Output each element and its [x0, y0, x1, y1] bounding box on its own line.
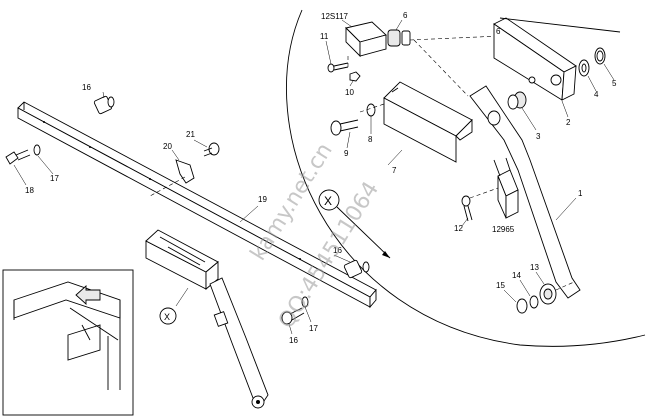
label-part-14: 14 — [512, 271, 521, 280]
label-part-10: 10 — [345, 88, 354, 97]
label-part-15: 15 — [496, 281, 505, 290]
label-part-6b: 6 — [496, 27, 501, 36]
label-18-bolt-left: 18 — [25, 186, 34, 195]
detail-view-boundary — [286, 9, 646, 347]
switch-part-12965 — [493, 157, 519, 219]
view-x-callout — [318, 189, 391, 259]
bracket-part-7 — [383, 81, 473, 163]
label-part-3: 3 — [536, 132, 541, 141]
label-17-washer-lower: 17 — [309, 324, 318, 333]
label-part-4: 4 — [594, 90, 599, 99]
spacer-part-16-left — [93, 95, 115, 115]
label-part-8: 8 — [368, 135, 373, 144]
label-16-bolt-lower: 16 — [289, 336, 298, 345]
bolt-part-21 — [203, 142, 220, 157]
label-21-bolt-bracket: 21 — [186, 130, 195, 139]
clip-part-5 — [594, 47, 606, 65]
spacer-part-16-right — [343, 259, 370, 279]
washer-part-14 — [529, 295, 539, 309]
locator-inset — [2, 269, 134, 416]
label-part-6a: 6 — [403, 11, 408, 20]
label-part-7: 7 — [392, 166, 397, 175]
label-part-12: 12 — [454, 224, 463, 233]
bolt-part-18-left — [5, 149, 31, 165]
detail-assembly — [325, 17, 621, 314]
label-kit-code-upper: 12S117 — [321, 12, 349, 21]
nut-part-10 — [349, 71, 361, 82]
bolt-part-12 — [461, 195, 473, 222]
label-part-1: 1 — [578, 189, 583, 198]
washer-part-8 — [366, 103, 376, 117]
view-label: X — [324, 194, 332, 208]
block-part-6-upper — [345, 21, 411, 58]
detail-label: X — [164, 312, 170, 322]
label-19-crossbar: 19 — [258, 195, 267, 204]
washer-part-17-left — [33, 144, 41, 156]
label-part-9: 9 — [344, 149, 349, 158]
label-16-crossbar-end-left: 16 — [82, 83, 91, 92]
bracket-box — [145, 229, 219, 290]
label-20-clip: 20 — [163, 142, 172, 151]
label-part-13: 13 — [530, 263, 539, 272]
label-part-11: 11 — [320, 32, 329, 41]
arrow-icon — [75, 284, 101, 306]
detail-x-callout — [159, 307, 177, 325]
bolt-part-16-lower — [281, 307, 305, 325]
lever-arm-left — [209, 277, 269, 405]
lever-part-1 — [469, 85, 581, 299]
clip-part-15 — [516, 298, 528, 314]
label-16-crossbar-end-right: 16 — [333, 246, 342, 255]
clip-part-20 — [175, 159, 195, 184]
bolt-part-11 — [327, 62, 349, 73]
label-part-2: 2 — [566, 118, 571, 127]
label-kit-code-lower: 12965 — [492, 225, 515, 234]
bolt-part-9 — [330, 119, 359, 136]
label-part-5: 5 — [612, 79, 617, 88]
plate-part-2 — [493, 17, 621, 101]
overview-assembly — [5, 91, 377, 409]
label-17-washer-left: 17 — [50, 174, 59, 183]
